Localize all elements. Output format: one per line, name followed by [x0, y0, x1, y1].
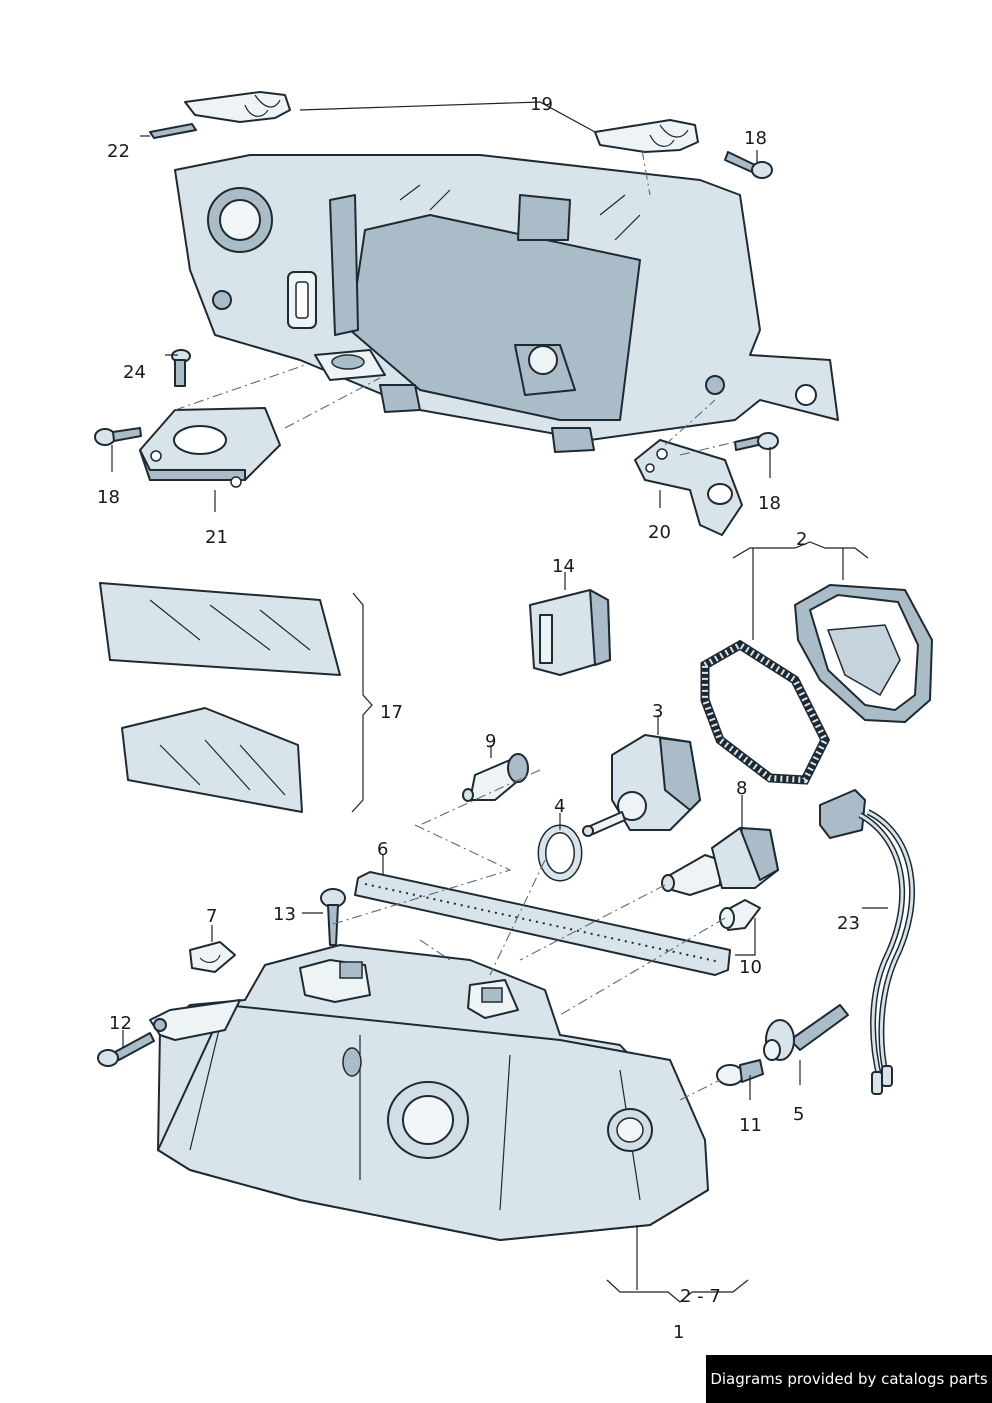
callout-5: 5 [793, 1104, 804, 1125]
callout-7: 7 [206, 906, 217, 927]
callout-18-right: 18 [758, 493, 781, 514]
callout-11: 11 [739, 1115, 762, 1136]
callout-24: 24 [123, 362, 146, 383]
bolt-24 [171, 349, 191, 387]
screw-18-top [724, 151, 773, 179]
alignment-lines [174, 149, 736, 1101]
callout-6: 6 [377, 839, 388, 860]
callout-18-top: 18 [744, 128, 767, 149]
rear-housing [174, 154, 839, 453]
callout-9: 9 [485, 731, 496, 752]
bulb-11 [716, 1059, 764, 1086]
callout-1: 1 [673, 1322, 684, 1343]
callout-18-left: 18 [97, 487, 120, 508]
callout-23: 23 [837, 913, 860, 934]
callout-10: 10 [739, 957, 762, 978]
bulb-10 [719, 899, 761, 931]
screw-18-left [94, 427, 142, 446]
leader-lines [111, 101, 888, 1303]
watermark-banner: Diagrams provided by catalogs parts [706, 1355, 992, 1403]
seal-gasket [700, 639, 831, 785]
seal-strip-6 [354, 871, 731, 976]
callout-21: 21 [205, 527, 228, 548]
bulb-9 [462, 753, 529, 802]
callout-17: 17 [380, 702, 403, 723]
screw-18-right [734, 432, 779, 451]
mounting-bracket-21 [139, 407, 281, 488]
callout-13: 13 [273, 904, 296, 925]
headlight-assembly [149, 944, 709, 1241]
mounting-bracket-20 [634, 439, 743, 536]
bulb-5 [763, 1004, 849, 1061]
retaining-ring-4 [537, 824, 583, 882]
callout-2-7: 2 - 7 [680, 1286, 721, 1307]
callout-8: 8 [736, 778, 747, 799]
callout-12: 12 [109, 1013, 132, 1034]
callout-22: 22 [107, 141, 130, 162]
callout-2: 2 [796, 529, 807, 550]
callout-4: 4 [554, 796, 565, 817]
bolt-12 [97, 1032, 155, 1067]
lamp-module-3 [582, 734, 701, 837]
callout-3: 3 [652, 701, 663, 722]
callout-labels: 19 22 18 24 18 21 20 18 2 14 17 3 9 8 4 … [97, 94, 860, 1343]
connector-14 [529, 589, 611, 676]
callout-14: 14 [552, 556, 575, 577]
callout-20: 20 [648, 522, 671, 543]
rear-cap [794, 584, 933, 723]
wiring-harness-23 [819, 789, 915, 1095]
cover-glass-17 [99, 582, 341, 813]
callout-19: 19 [530, 94, 553, 115]
retaining-clip-left [149, 91, 291, 139]
retaining-clip-right [594, 119, 699, 153]
bulb-8 [661, 827, 779, 896]
screw-13 [320, 888, 346, 946]
watermark-text: Diagrams provided by catalogs parts [710, 1370, 988, 1388]
clip-7 [189, 941, 236, 973]
